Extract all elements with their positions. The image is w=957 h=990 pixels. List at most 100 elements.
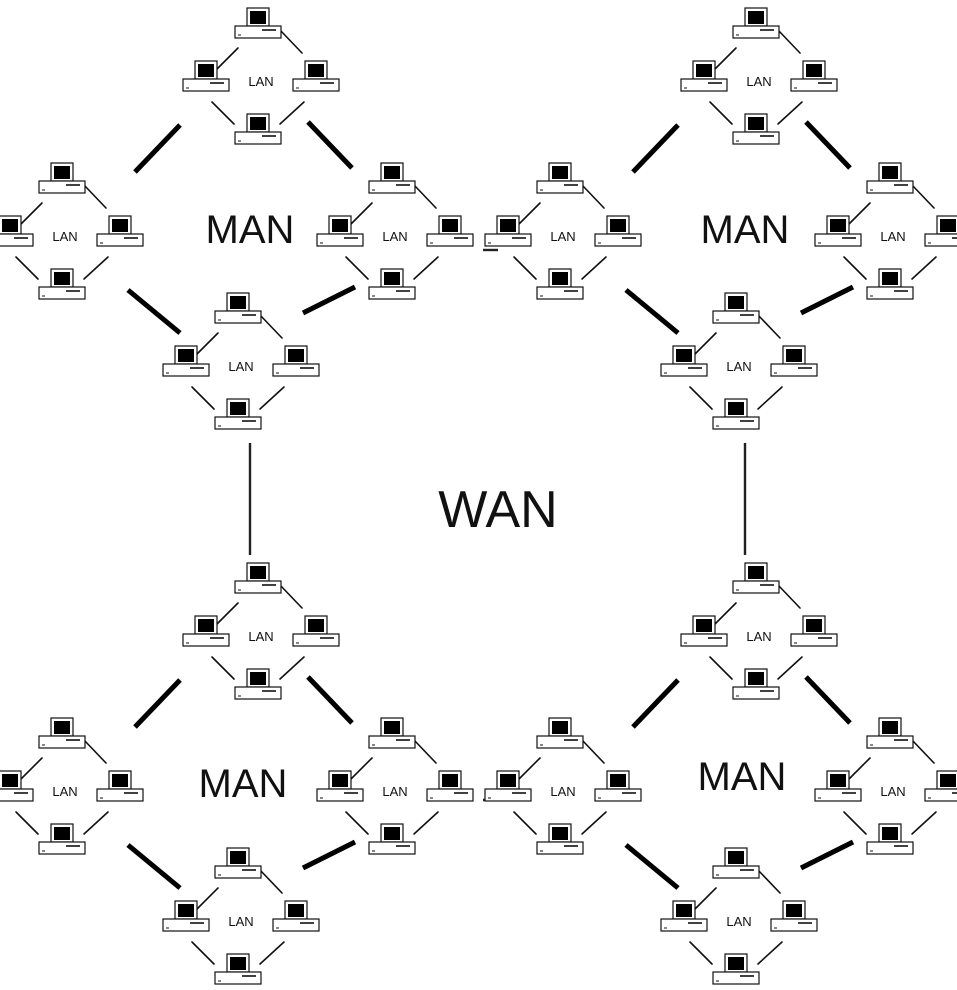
desktop-computer-icon — [732, 113, 780, 145]
lan-cluster: LAN — [0, 717, 144, 855]
lan-link — [413, 811, 439, 835]
lan-link — [19, 757, 43, 781]
lan-link — [581, 184, 605, 209]
desktop-computer-icon — [814, 770, 862, 802]
man-link — [804, 120, 852, 170]
lan-label: LAN — [382, 229, 407, 244]
desktop-computer-icon — [38, 823, 86, 855]
lan-link — [513, 811, 537, 835]
desktop-computer-icon — [426, 215, 474, 247]
wan-label: WAN — [438, 481, 557, 539]
desktop-computer-icon — [790, 615, 838, 647]
desktop-computer-icon — [770, 345, 818, 377]
desktop-computer-icon — [368, 268, 416, 300]
lan-link — [689, 386, 713, 410]
desktop-computer-icon — [214, 292, 262, 324]
lan-link — [777, 584, 801, 609]
desktop-computer-icon — [214, 398, 262, 430]
desktop-computer-icon — [484, 770, 532, 802]
lan-link — [83, 256, 109, 280]
lan-link — [757, 314, 781, 339]
desktop-computer-icon — [866, 823, 914, 855]
lan-link — [259, 869, 283, 894]
lan-cluster: LAN — [680, 562, 838, 700]
man-link — [301, 284, 357, 316]
lan-link — [345, 811, 369, 835]
desktop-computer-icon — [214, 953, 262, 985]
lan-link — [83, 811, 109, 835]
desktop-computer-icon — [484, 215, 532, 247]
lan-link — [191, 386, 215, 410]
lan-link — [215, 602, 239, 626]
lan-cluster: LAN — [814, 717, 957, 855]
lan-link — [757, 386, 783, 410]
desktop-computer-icon — [368, 162, 416, 194]
lan-link — [349, 202, 373, 226]
man-label: MAN — [199, 762, 288, 806]
lan-label: LAN — [550, 229, 575, 244]
lan-link — [757, 869, 781, 894]
man-link — [301, 839, 357, 871]
lan-label: LAN — [726, 914, 751, 929]
lan-link — [777, 101, 803, 125]
lan-link — [513, 256, 537, 280]
desktop-computer-icon — [660, 900, 708, 932]
man-link — [631, 678, 680, 729]
desktop-computer-icon — [292, 60, 340, 92]
desktop-computer-icon — [38, 268, 86, 300]
lan-link — [843, 811, 867, 835]
desktop-computer-icon — [712, 847, 760, 879]
man-label: MAN — [206, 208, 295, 252]
lan-link — [345, 256, 369, 280]
lan-cluster: LAN — [680, 7, 838, 145]
lan-label: LAN — [382, 784, 407, 799]
desktop-computer-icon — [292, 615, 340, 647]
lan-link — [259, 314, 283, 339]
lan-link — [279, 584, 303, 609]
desktop-computer-icon — [866, 717, 914, 749]
lan-link — [777, 29, 801, 54]
desktop-computer-icon — [866, 162, 914, 194]
lan-link — [713, 602, 737, 626]
desktop-computer-icon — [234, 113, 282, 145]
man-link — [133, 678, 182, 729]
lan-link — [211, 656, 235, 680]
lan-label: LAN — [726, 359, 751, 374]
lan-cluster: LAN — [162, 847, 320, 985]
lan-link — [279, 656, 305, 680]
desktop-computer-icon — [680, 615, 728, 647]
desktop-computer-icon — [712, 953, 760, 985]
lan-link — [713, 47, 737, 71]
lan-link — [215, 47, 239, 71]
lan-label: LAN — [746, 629, 771, 644]
lan-link — [211, 101, 235, 125]
desktop-computer-icon — [536, 717, 584, 749]
desktop-computer-icon — [96, 215, 144, 247]
man-link — [126, 288, 182, 335]
desktop-computer-icon — [272, 900, 320, 932]
desktop-computer-icon — [924, 770, 957, 802]
desktop-computer-icon — [770, 900, 818, 932]
desktop-computer-icon — [234, 562, 282, 594]
man-link — [306, 675, 354, 725]
desktop-computer-icon — [536, 823, 584, 855]
lan-link — [581, 811, 607, 835]
lan-link — [83, 739, 107, 764]
desktop-computer-icon — [924, 215, 957, 247]
lan-link — [279, 29, 303, 54]
lan-link — [259, 386, 285, 410]
desktop-computer-icon — [536, 268, 584, 300]
lan-link — [581, 739, 605, 764]
lan-link — [581, 256, 607, 280]
man-links — [126, 120, 855, 890]
lan-cluster: LAN — [182, 562, 340, 700]
lan-link — [911, 811, 937, 835]
desktop-computer-icon — [182, 60, 230, 92]
lan-label: LAN — [248, 629, 273, 644]
desktop-computer-icon — [234, 7, 282, 39]
desktop-computer-icon — [594, 215, 642, 247]
man-link — [306, 120, 354, 170]
lan-link — [911, 256, 937, 280]
